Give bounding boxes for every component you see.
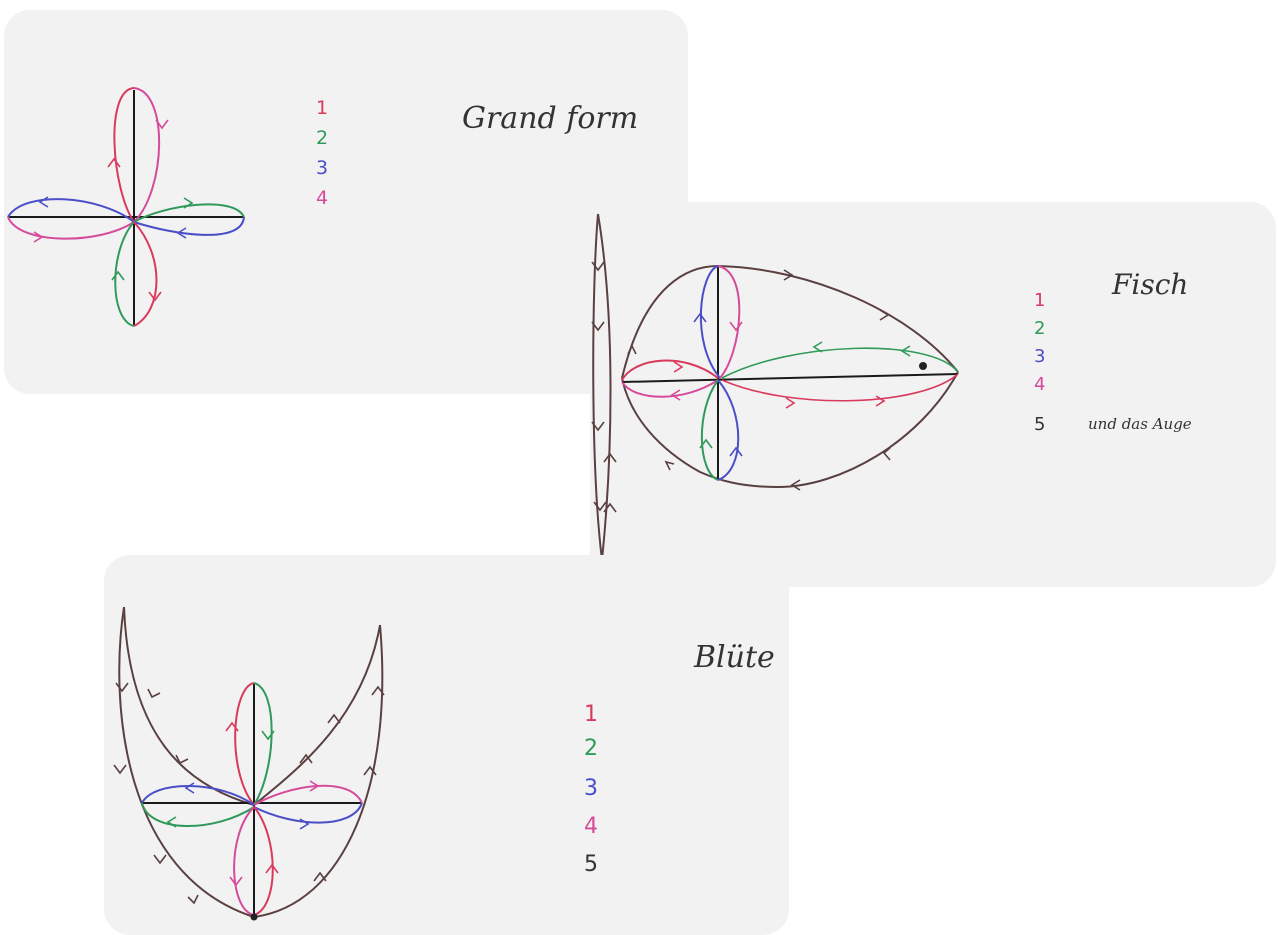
stem-dot (250, 913, 258, 921)
tail-fin-right (597, 213, 612, 561)
legend-2: 2 (1034, 318, 1045, 339)
legend-1: 1 (316, 97, 328, 119)
loop-2-right-top (721, 347, 959, 379)
legend-4: 4 (584, 814, 598, 839)
loop-3-left-top (7, 198, 135, 223)
fisch-drawing: 1 2 3 4 5 und das Auge Fisch (591, 213, 1192, 561)
cup-right-outer (253, 624, 384, 918)
card-title: Fisch (1111, 268, 1188, 301)
horizontal-axis (621, 373, 959, 383)
legend-1: 1 (584, 702, 598, 727)
legend-4: 4 (1034, 374, 1045, 395)
loop-4-bottom-left (233, 806, 255, 916)
card-title: Grand form (462, 101, 638, 136)
legend-3: 3 (1034, 346, 1045, 367)
legend-3: 3 (316, 157, 328, 179)
card-title: Blüte (693, 640, 775, 675)
loop-4-right-top (253, 784, 363, 806)
legend-1: 1 (1034, 290, 1045, 311)
loop-1-left-top (621, 359, 719, 381)
fish-eye (919, 362, 927, 370)
loop-2-top-right (253, 682, 273, 806)
body-outline-top (621, 264, 959, 379)
loop-2-left-bottom (141, 802, 255, 827)
legend-5: 5 (1034, 414, 1045, 435)
loop-1-top-left (113, 87, 135, 223)
legend-5: 5 (584, 852, 598, 877)
loop-1-top-left (234, 682, 255, 806)
loop-4-top-right (133, 87, 161, 223)
loop-1-bottom-right (133, 221, 158, 327)
legend-4: 4 (316, 187, 328, 209)
loop-1-bottom-right (253, 806, 274, 916)
loop-3-right-bottom (253, 802, 363, 824)
bluete-drawing: 1 2 3 4 5 Blüte (113, 606, 775, 921)
loop-1-right-bottom (721, 373, 959, 402)
tail-fin-left (592, 213, 603, 561)
loop-3-right-bottom (133, 216, 245, 236)
legend-note: und das Auge (1088, 415, 1192, 433)
cup-right-inner (253, 624, 381, 806)
loop-3-bottom-right (717, 379, 740, 481)
legend-2: 2 (584, 736, 598, 761)
legend-2: 2 (316, 127, 328, 149)
legend-3: 3 (584, 776, 598, 801)
loop-2-bottom-left (114, 221, 135, 327)
cup-left-inner (123, 606, 255, 806)
grundform-drawing: 1 2 3 4 Grand form (7, 87, 638, 327)
loop-2-right-top (133, 203, 245, 223)
loop-4-top-right (717, 265, 741, 379)
loop-4-left-bottom (621, 379, 719, 398)
loop-3-top-left (700, 265, 721, 379)
card-bluete: 1 2 3 4 5 Blüte (104, 555, 789, 935)
loop-2-bottom-left (700, 379, 719, 481)
body-outline-bottom (621, 371, 959, 489)
card-fisch: 1 2 3 4 5 und das Auge Fisch (590, 202, 1276, 587)
loop-4-left-bottom (7, 216, 135, 240)
cup-left-outer (118, 606, 255, 918)
card-grundform: 1 2 3 4 Grand form (4, 10, 688, 394)
